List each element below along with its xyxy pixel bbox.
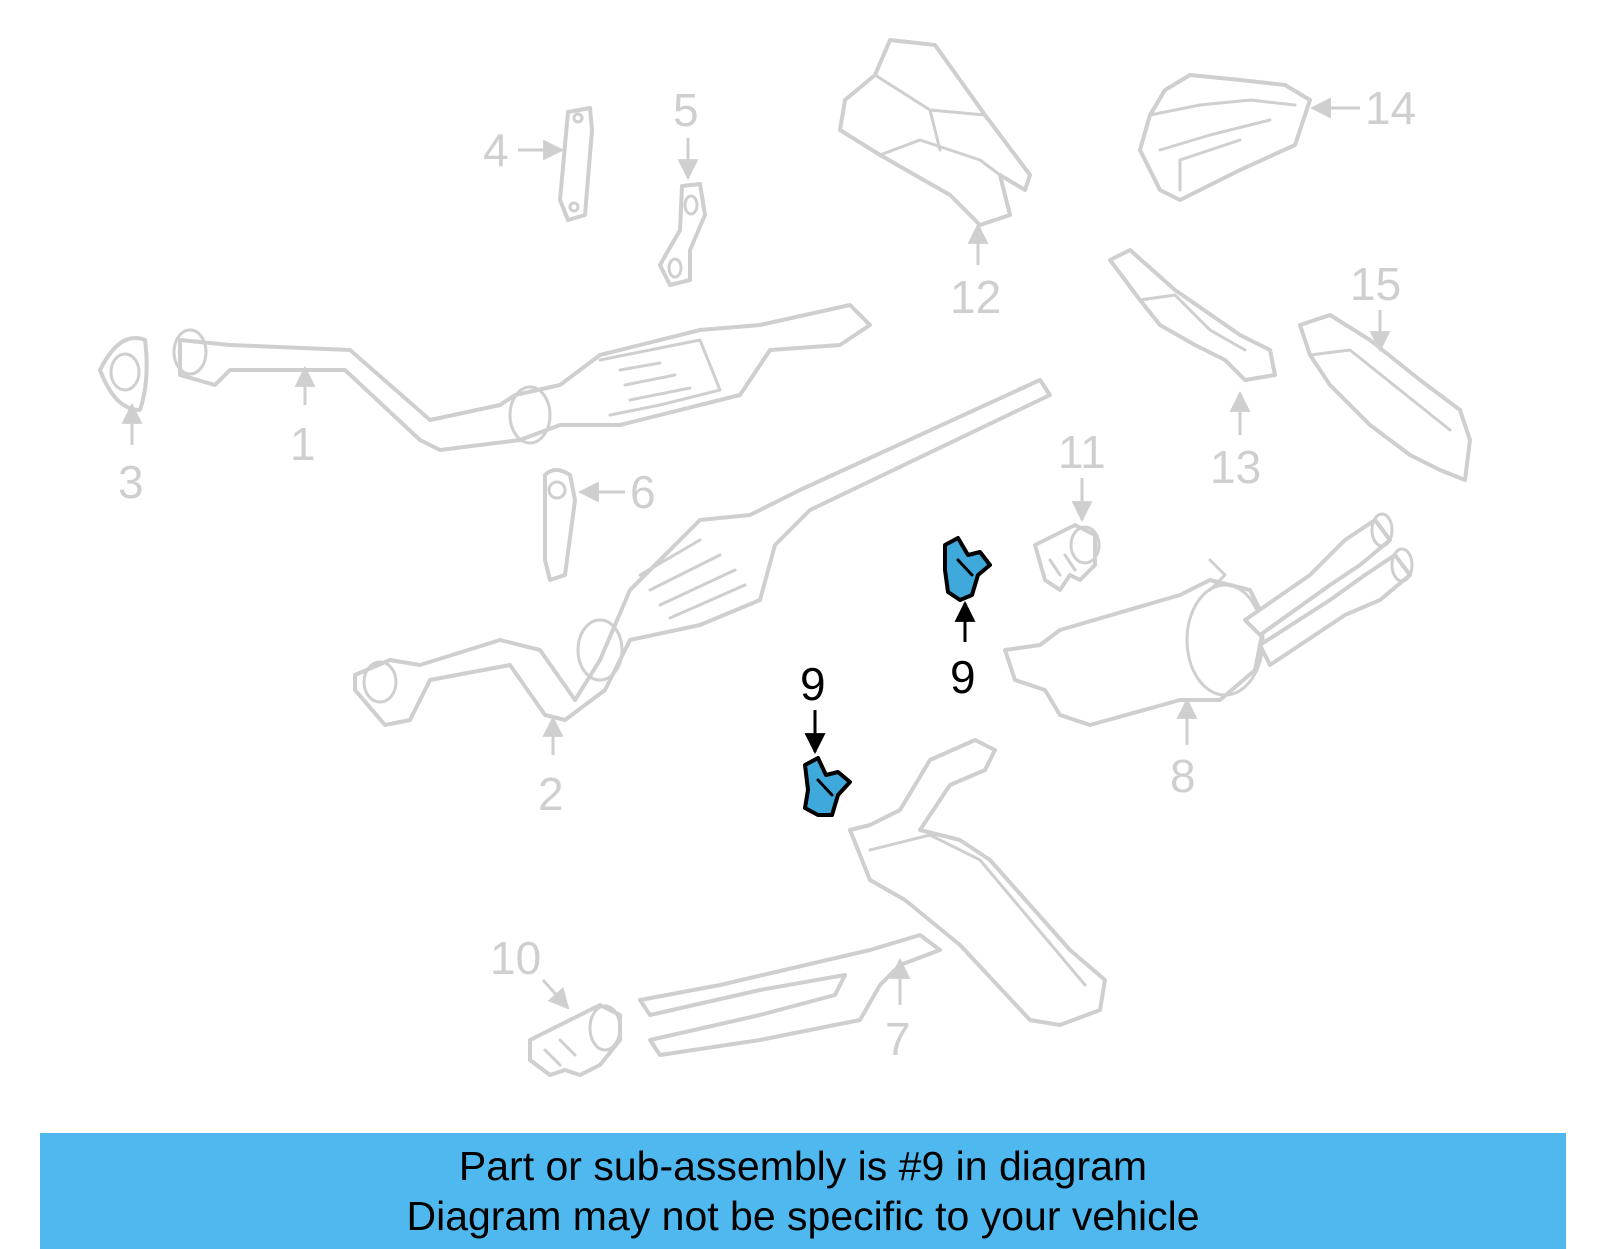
part-9-bracket-upper[interactable]: [943, 536, 992, 602]
leader-arrows-highlighted: [804, 600, 976, 755]
part-5-bracket[interactable]: [658, 182, 707, 287]
caption-banner: Part or sub-assembly is #9 in diagram Di…: [40, 1133, 1566, 1249]
callout-1[interactable]: 1: [290, 418, 316, 470]
part-7-rear-muffler-assembly[interactable]: [638, 738, 1107, 1057]
callout-15[interactable]: 15: [1350, 258, 1401, 310]
callout-11[interactable]: 11: [1058, 426, 1106, 478]
part-2-front-pipe-converter[interactable]: [353, 378, 1052, 727]
callout-6[interactable]: 6: [630, 466, 656, 518]
callout-4[interactable]: 4: [483, 124, 509, 176]
part-9-bracket-lower[interactable]: [803, 756, 852, 817]
part-1-front-pipe-converter[interactable]: [172, 303, 872, 452]
callout-12[interactable]: 12: [950, 271, 1001, 323]
part-8-rear-muffler[interactable]: [1003, 512, 1414, 727]
callout-10[interactable]: 10: [490, 932, 541, 984]
callout-9-upper[interactable]: 9: [950, 651, 976, 703]
leader-arrows: [121, 97, 1391, 1010]
callout-13[interactable]: 13: [1210, 441, 1261, 493]
callout-14[interactable]: 14: [1365, 82, 1416, 134]
callout-labels: 1 2 3 4 5 6 7 8 9 9 10 11 12 13 14 15: [118, 82, 1416, 1065]
callout-9-lower[interactable]: 9: [800, 658, 826, 710]
part-4-bracket[interactable]: [558, 106, 594, 222]
part-15-heat-shield[interactable]: [1298, 313, 1472, 482]
callout-5[interactable]: 5: [673, 84, 699, 136]
callout-8[interactable]: 8: [1170, 750, 1196, 802]
part-13-heat-shield[interactable]: [1108, 248, 1277, 382]
part-6-hanger[interactable]: [543, 468, 577, 582]
part-12-heat-shield[interactable]: [838, 38, 1032, 227]
part-11-clamp[interactable]: [1033, 523, 1101, 592]
part-3-gasket[interactable]: [98, 336, 149, 412]
part-14-heat-shield[interactable]: [1138, 73, 1312, 202]
callout-2[interactable]: 2: [538, 768, 564, 820]
caption-line-disclaimer: Diagram may not be specific to your vehi…: [406, 1193, 1200, 1239]
part-10-clamp[interactable]: [528, 1003, 622, 1077]
caption-line-part: Part or sub-assembly is #9 in diagram: [458, 1143, 1148, 1189]
callout-3[interactable]: 3: [118, 456, 144, 508]
callout-7[interactable]: 7: [885, 1013, 911, 1065]
